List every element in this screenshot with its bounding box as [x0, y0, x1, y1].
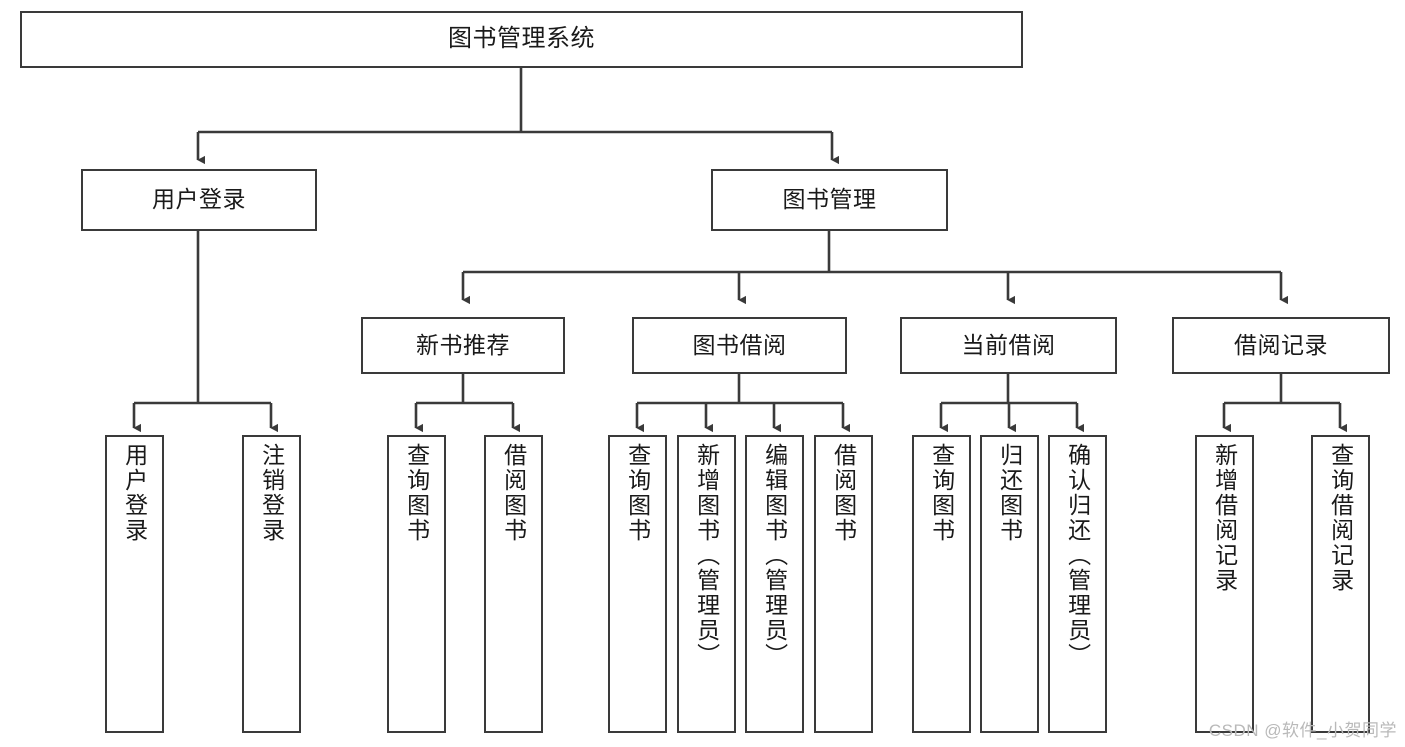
node-root[interactable]: 图书管理系统 [20, 11, 1023, 68]
node-book-manage[interactable]: 图书管理 [711, 169, 948, 231]
node-leaf-add-book[interactable]: 新增图书（管理员） [677, 435, 736, 733]
node-current-borrow-label: 当前借阅 [961, 331, 1056, 358]
node-leaf-borrow-book-2[interactable]: 借阅图书 [814, 435, 873, 733]
node-current-borrow[interactable]: 当前借阅 [900, 317, 1117, 374]
node-leaf-edit-book[interactable]: 编辑图书（管理员） [745, 435, 804, 733]
node-leaf-confirm-return[interactable]: 确认归还（管理员） [1048, 435, 1107, 733]
node-leaf-query-book-2-label: 查询图书 [624, 443, 651, 543]
node-leaf-logout-login-label: 注销登录 [258, 443, 285, 543]
node-leaf-query-book-1[interactable]: 查询图书 [387, 435, 446, 733]
node-leaf-query-record[interactable]: 查询借阅记录 [1311, 435, 1370, 733]
node-leaf-query-record-label: 查询借阅记录 [1327, 443, 1354, 593]
node-user-login-label: 用户登录 [152, 186, 246, 213]
node-borrow-record[interactable]: 借阅记录 [1172, 317, 1390, 374]
node-user-login[interactable]: 用户登录 [81, 169, 317, 231]
node-root-label: 图书管理系统 [448, 25, 595, 53]
node-leaf-add-book-label: 新增图书（管理员） [693, 443, 720, 668]
node-book-manage-label: 图书管理 [782, 186, 877, 213]
node-leaf-edit-book-label: 编辑图书（管理员） [761, 443, 788, 668]
node-leaf-confirm-return-label: 确认归还（管理员） [1064, 443, 1091, 668]
node-new-book-recommend-label: 新书推荐 [416, 331, 510, 358]
node-leaf-query-book-2[interactable]: 查询图书 [608, 435, 667, 733]
node-leaf-return-book[interactable]: 归还图书 [980, 435, 1039, 733]
csdn-watermark: CSDN @软件_小贺同学 [1208, 721, 1397, 740]
node-leaf-return-book-label: 归还图书 [996, 443, 1023, 543]
node-leaf-add-record[interactable]: 新增借阅记录 [1195, 435, 1254, 733]
node-leaf-user-login-label: 用户登录 [121, 443, 148, 543]
node-leaf-query-book-3[interactable]: 查询图书 [912, 435, 971, 733]
node-leaf-query-book-3-label: 查询图书 [928, 443, 955, 543]
node-new-book-recommend[interactable]: 新书推荐 [361, 317, 565, 374]
node-leaf-borrow-book-1-label: 借阅图书 [500, 443, 527, 543]
node-leaf-borrow-book-2-label: 借阅图书 [830, 443, 857, 543]
node-leaf-query-book-1-label: 查询图书 [403, 443, 430, 543]
node-leaf-add-record-label: 新增借阅记录 [1211, 443, 1238, 593]
node-book-borrow-label: 图书借阅 [692, 331, 787, 358]
node-leaf-logout-login[interactable]: 注销登录 [242, 435, 301, 733]
node-book-borrow[interactable]: 图书借阅 [632, 317, 847, 374]
node-borrow-record-label: 借阅记录 [1234, 331, 1328, 358]
node-leaf-user-login[interactable]: 用户登录 [105, 435, 164, 733]
node-leaf-borrow-book-1[interactable]: 借阅图书 [484, 435, 543, 733]
